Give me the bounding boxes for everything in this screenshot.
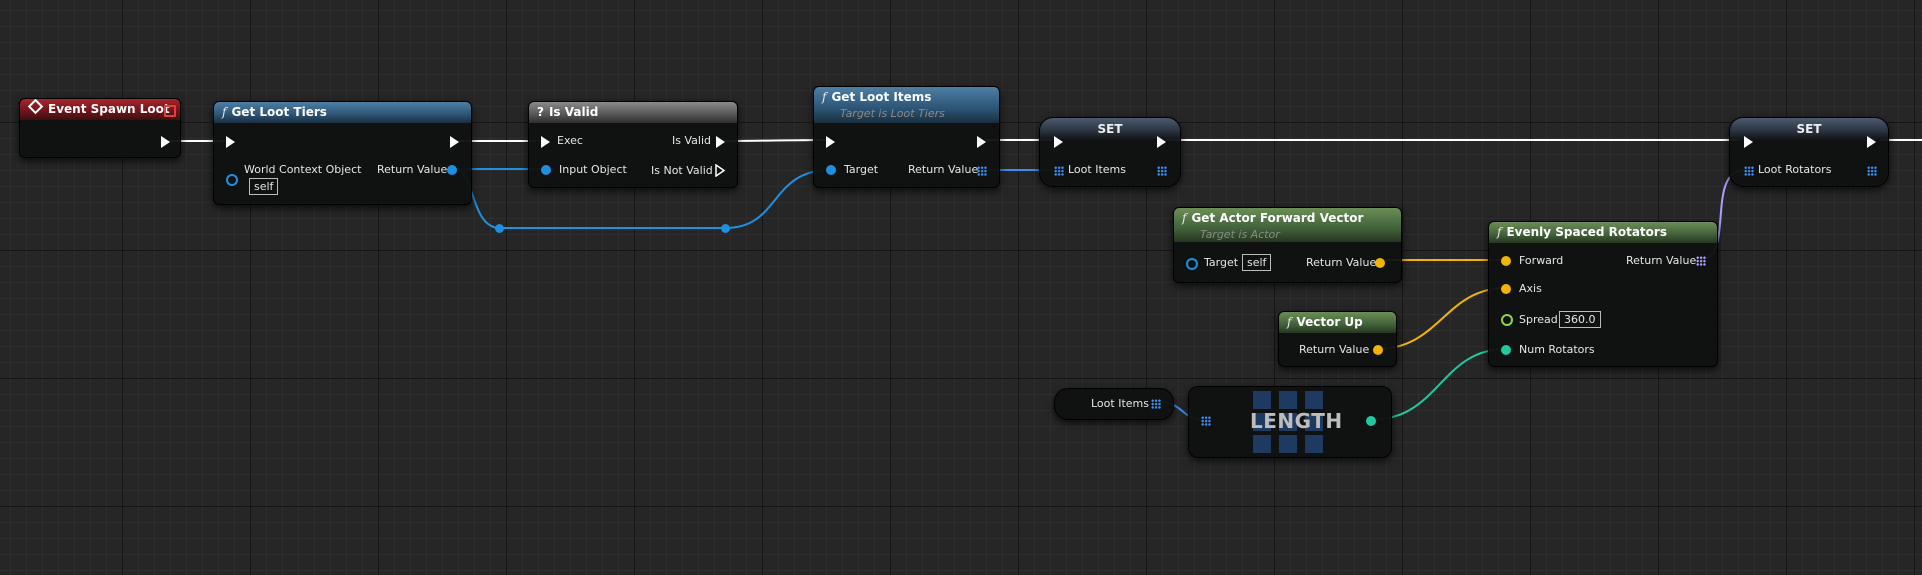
axis-label: Axis	[1519, 282, 1542, 295]
event-spawn-loot-node[interactable]: Event Spawn Loot	[19, 98, 181, 158]
array-watermark-icon	[1253, 391, 1323, 453]
target-pin[interactable]	[826, 165, 836, 175]
node-title: Get Loot Tiers	[231, 105, 327, 119]
return-value-label: Return Value	[908, 163, 979, 176]
function-icon: f	[1497, 225, 1502, 239]
forward-pin[interactable]	[1501, 256, 1511, 266]
node-title: Event Spawn Loot	[48, 102, 170, 116]
length-label: LENGTH	[1250, 409, 1343, 433]
world-context-pin[interactable]	[226, 174, 238, 186]
exec-in-pin[interactable]	[541, 136, 550, 148]
node-subtitle: Target is Actor	[1200, 228, 1280, 241]
node-title: Get Actor Forward Vector	[1191, 211, 1364, 225]
forward-label: Forward	[1519, 254, 1564, 267]
loot-items-out-pin[interactable]	[1151, 399, 1161, 409]
node-header: f Get Loot Tiers	[214, 102, 471, 123]
function-icon: f	[822, 90, 827, 104]
node-header: ? Is Valid	[529, 102, 737, 123]
is-not-valid-exec-pin[interactable]	[715, 164, 726, 177]
reroute-node[interactable]	[495, 224, 504, 233]
spread-pin[interactable]	[1501, 314, 1513, 326]
set-loot-items-node[interactable]: SET Loot Items	[1039, 117, 1181, 187]
target-value[interactable]: self	[1242, 254, 1272, 271]
loot-items-getter-node[interactable]: Loot Items	[1054, 388, 1174, 420]
reroute-node[interactable]	[721, 224, 730, 233]
node-header: Event Spawn Loot	[20, 99, 180, 120]
node-title: SET	[1040, 118, 1180, 140]
is-not-valid-label: Is Not Valid	[651, 164, 713, 177]
get-loot-items-node[interactable]: f Get Loot Items Target is Loot Tiers Tar…	[813, 86, 1000, 188]
exec-out-pin[interactable]	[450, 136, 459, 148]
target-label: Target	[844, 163, 879, 176]
loot-items-in-pin[interactable]	[1054, 166, 1064, 176]
get-loot-tiers-node[interactable]: f Get Loot Tiers World Context Object sel…	[213, 101, 472, 205]
node-title: Is Valid	[548, 105, 599, 119]
world-context-value[interactable]: self	[249, 178, 279, 195]
question-icon: ?	[537, 105, 544, 119]
var-label: Loot Rotators	[1758, 163, 1832, 176]
exec-in-pin[interactable]	[226, 136, 235, 148]
return-value-array-pin[interactable]	[977, 166, 987, 176]
num-rotators-pin[interactable]	[1501, 345, 1511, 355]
return-value-label: Return Value	[377, 163, 448, 176]
return-value-pin[interactable]	[1375, 258, 1385, 268]
vector-up-node[interactable]: f Vector Up Return Value	[1278, 311, 1397, 367]
exec-out-pin[interactable]	[1867, 136, 1876, 148]
input-object-pin[interactable]	[541, 165, 551, 175]
loot-rotators-out-pin[interactable]	[1867, 166, 1877, 176]
array-in-pin[interactable]	[1201, 416, 1211, 426]
node-title: Get Loot Items	[831, 90, 932, 104]
exec-in-pin[interactable]	[1054, 136, 1063, 148]
axis-pin[interactable]	[1501, 284, 1511, 294]
input-object-label: Input Object	[559, 163, 627, 176]
world-context-label: World Context Object	[244, 163, 362, 176]
function-icon: f	[222, 105, 227, 119]
node-header: f Get Actor Forward Vector	[1174, 208, 1401, 242]
return-value-array-pin[interactable]	[1696, 256, 1706, 266]
loot-rotators-in-pin[interactable]	[1744, 166, 1754, 176]
node-title: Vector Up	[1296, 315, 1363, 329]
node-subtitle: Target is Loot Tiers	[840, 107, 945, 120]
var-label: Loot Items	[1068, 163, 1126, 176]
set-loot-rotators-node[interactable]: SET Loot Rotators	[1729, 117, 1889, 187]
node-header: f Get Loot Items	[814, 87, 999, 123]
node-header: f Vector Up	[1279, 312, 1396, 333]
is-valid-node[interactable]: ? Is Valid Exec Is Valid Input Object Is …	[528, 101, 738, 188]
exec-label: Exec	[557, 134, 583, 147]
node-title: SET	[1730, 118, 1888, 140]
return-value-label: Return Value	[1626, 254, 1697, 267]
target-label: Target	[1204, 256, 1239, 269]
evenly-spaced-rotators-node[interactable]: f Evenly Spaced Rotators Forward Return V…	[1488, 221, 1718, 367]
num-rotators-label: Num Rotators	[1519, 343, 1595, 356]
delegate-pin-icon[interactable]	[164, 105, 176, 117]
exec-in-pin[interactable]	[826, 136, 835, 148]
return-value-label: Return Value	[1306, 256, 1377, 269]
length-node[interactable]: LENGTH	[1188, 386, 1392, 458]
spread-value[interactable]: 360.0	[1559, 311, 1601, 328]
var-label: Loot Items	[1091, 397, 1149, 410]
length-out-pin[interactable]	[1366, 416, 1376, 426]
function-icon: f	[1182, 211, 1187, 225]
get-actor-forward-vector-node[interactable]: f Get Actor Forward Vector Target is Acto…	[1173, 207, 1402, 283]
node-title: Evenly Spaced Rotators	[1506, 225, 1667, 239]
return-value-pin[interactable]	[1373, 345, 1383, 355]
exec-out-pin[interactable]	[1157, 136, 1166, 148]
exec-out-pin[interactable]	[161, 136, 170, 148]
function-icon: f	[1287, 315, 1292, 329]
exec-in-pin[interactable]	[1744, 136, 1753, 148]
loot-items-out-pin[interactable]	[1157, 166, 1167, 176]
spread-label: Spread	[1519, 313, 1558, 326]
return-value-pin[interactable]	[447, 165, 457, 175]
event-icon	[27, 99, 44, 115]
is-valid-exec-pin[interactable]	[716, 136, 725, 148]
exec-out-pin[interactable]	[977, 136, 986, 148]
node-header: f Evenly Spaced Rotators	[1489, 222, 1717, 243]
target-pin[interactable]	[1186, 258, 1198, 270]
return-value-label: Return Value	[1299, 343, 1370, 356]
is-valid-label: Is Valid	[672, 134, 711, 147]
